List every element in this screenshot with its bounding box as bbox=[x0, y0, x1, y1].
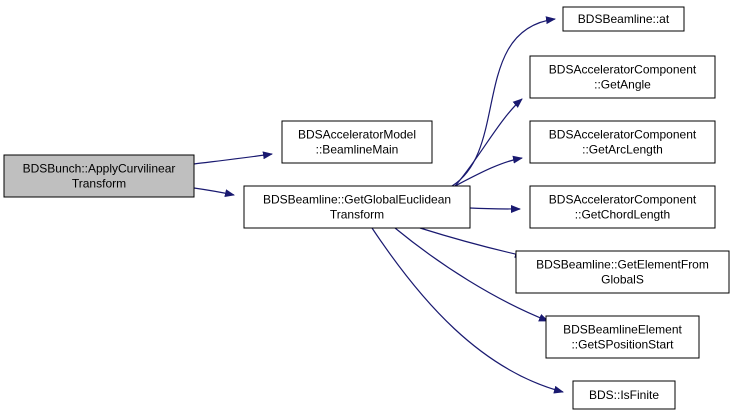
node-box-get-element-from-global-s bbox=[515, 250, 730, 294]
node-label-get-chord-length-line-1: BDSAcceleratorComponent bbox=[549, 193, 697, 207]
node-label-is-finite-line-1: BDS::IsFinite bbox=[589, 388, 659, 402]
node-get-arc-length[interactable]: BDSAcceleratorComponent::GetArcLength bbox=[529, 120, 716, 164]
node-get-chord-length[interactable]: BDSAcceleratorComponent::GetChordLength bbox=[529, 185, 716, 229]
edge-get-global-euclidean-to-get-element-from-global-s bbox=[419, 227, 525, 258]
edge-get-global-euclidean-to-is-finite bbox=[371, 227, 564, 394]
node-label-beamline-main-line-2: ::BeamlineMain bbox=[316, 143, 399, 157]
node-label-get-angle-line-2: ::GetAngle bbox=[594, 78, 651, 92]
edge-get-global-euclidean-to-get-s-position-start bbox=[394, 227, 549, 322]
node-label-get-element-from-global-s-line-2: GlobalS bbox=[601, 273, 644, 287]
node-label-at-line-1: BDSBeamline::at bbox=[578, 12, 670, 26]
node-box-apply-curvilinear bbox=[3, 154, 195, 198]
edge-get-global-euclidean-to-get-angle bbox=[454, 98, 523, 187]
node-box-beamline-main bbox=[281, 120, 433, 164]
node-get-s-position-start[interactable]: BDSBeamlineElement::GetSPositionStart bbox=[545, 315, 700, 359]
node-label-apply-curvilinear-line-2: Transform bbox=[72, 177, 126, 191]
node-box-get-s-position-start bbox=[545, 315, 700, 359]
node-at[interactable]: BDSBeamline::at bbox=[562, 6, 685, 32]
node-box-get-arc-length bbox=[529, 120, 716, 164]
node-get-angle[interactable]: BDSAcceleratorComponent::GetAngle bbox=[529, 55, 716, 99]
node-box-get-angle bbox=[529, 55, 716, 99]
node-label-get-s-position-start-line-2: ::GetSPositionStart bbox=[571, 338, 674, 352]
edge-get-global-euclidean-to-get-arc-length bbox=[454, 155, 523, 187]
node-label-apply-curvilinear-line-1: BDSBunch::ApplyCurvilinear bbox=[23, 162, 176, 176]
node-box-is-finite bbox=[572, 380, 676, 410]
node-is-finite[interactable]: BDS::IsFinite bbox=[572, 380, 676, 410]
edge-get-global-euclidean-to-at bbox=[451, 16, 556, 187]
node-label-get-global-euclidean-line-1: BDSBeamline::GetGlobalEuclidean bbox=[263, 193, 451, 207]
node-label-get-chord-length-line-2: ::GetChordLength bbox=[575, 208, 670, 222]
node-beamline-main[interactable]: BDSAcceleratorModel::BeamlineMain bbox=[281, 120, 433, 164]
node-label-get-element-from-global-s-line-1: BDSBeamline::GetElementFrom bbox=[536, 258, 709, 272]
edge-apply-curvilinear-to-beamline-main bbox=[193, 151, 273, 165]
node-label-get-arc-length-line-1: BDSAcceleratorComponent bbox=[549, 128, 697, 142]
edge-apply-curvilinear-to-get-global-euclidean bbox=[193, 187, 235, 198]
node-label-get-arc-length-line-2: ::GetArcLength bbox=[582, 143, 663, 157]
node-label-beamline-main-line-1: BDSAcceleratorModel bbox=[298, 128, 416, 142]
node-box-get-global-euclidean bbox=[243, 185, 471, 229]
node-box-at bbox=[562, 6, 685, 32]
edge-get-global-euclidean-to-get-chord-length bbox=[469, 204, 521, 213]
node-label-get-global-euclidean-line-2: Transform bbox=[330, 208, 384, 222]
node-box-get-chord-length bbox=[529, 185, 716, 229]
node-label-get-s-position-start-line-1: BDSBeamlineElement bbox=[563, 323, 682, 337]
node-label-get-angle-line-1: BDSAcceleratorComponent bbox=[549, 63, 697, 77]
